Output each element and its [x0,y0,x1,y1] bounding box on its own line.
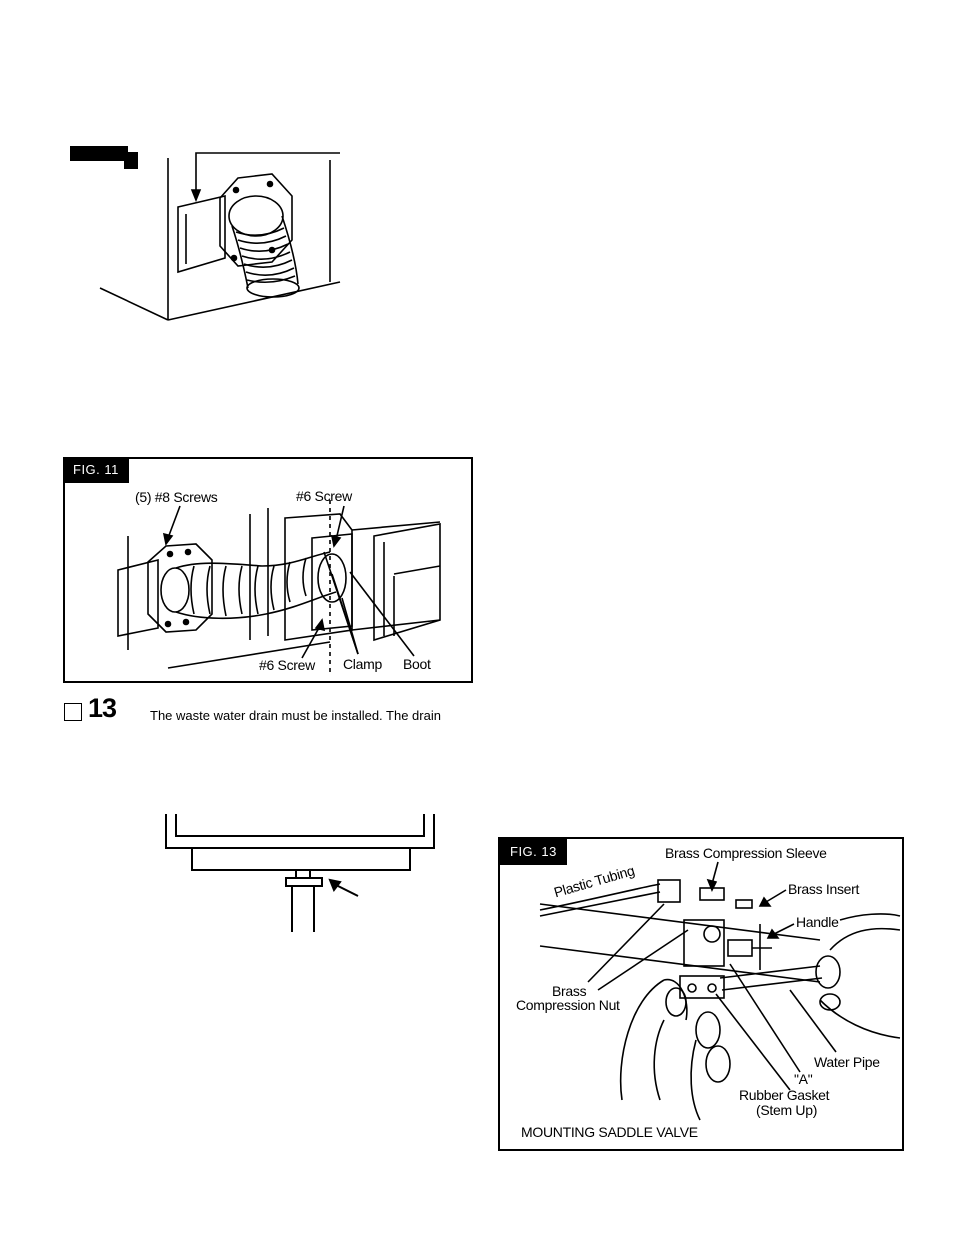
fig13-label-handle: Handle [796,914,839,930]
fig13-label-stem: (Stem Up) [756,1103,817,1117]
fig13-label-sleeve: Brass Compression Sleeve [665,845,827,861]
fig13-label-a: "A" [794,1072,812,1086]
fig13-label-pipe: Water Pipe [814,1054,880,1070]
fig13-caption: MOUNTING SADDLE VALVE [521,1124,698,1140]
fig13-label-insert: Brass Insert [788,881,859,897]
fig13-label-brass: Brass [552,984,586,998]
fig13-label-gasket: Rubber Gasket [739,1088,829,1102]
fig13-label-nut: Compression Nut [516,998,620,1012]
